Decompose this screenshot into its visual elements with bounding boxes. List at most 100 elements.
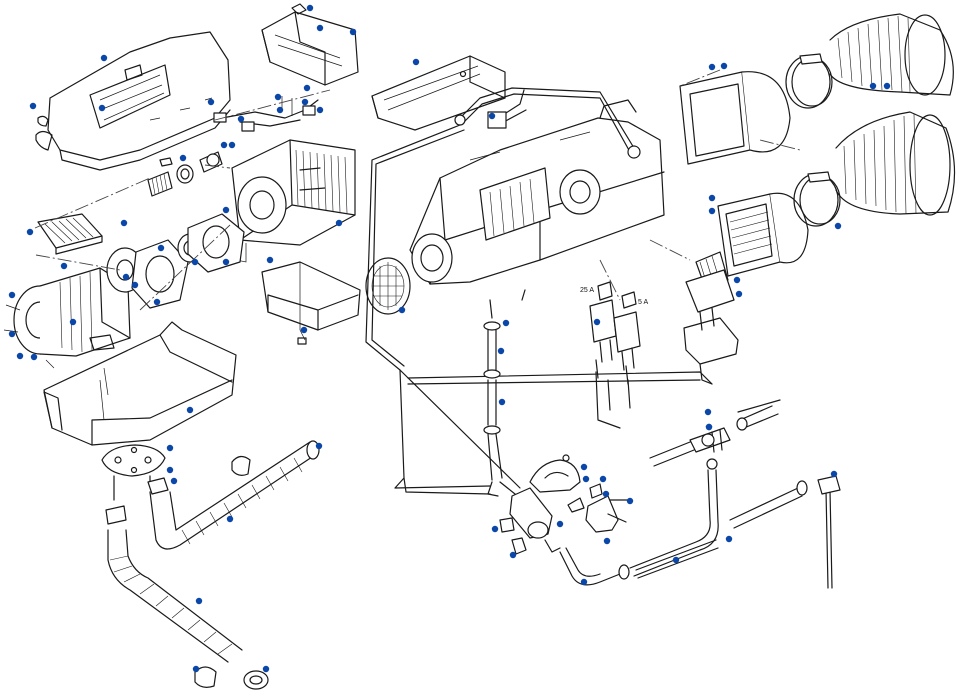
air-outlet-housing bbox=[679, 71, 791, 165]
housing-upper-clip bbox=[37, 115, 49, 127]
callout-marker-blower-motor bbox=[122, 273, 130, 281]
callout-marker bbox=[300, 326, 308, 334]
exhaust-clamp bbox=[105, 455, 251, 688]
callout-marker-control-unit-cover bbox=[306, 4, 314, 12]
callout-marker-hose-clamp bbox=[720, 62, 728, 70]
callout-marker-glow-plug-sensor bbox=[237, 115, 245, 123]
lower-cover bbox=[261, 261, 361, 345]
callout-markers bbox=[8, 4, 891, 673]
callout-marker bbox=[556, 520, 564, 528]
callout-marker bbox=[226, 515, 234, 523]
callout-marker bbox=[705, 423, 713, 431]
callout-marker bbox=[262, 665, 270, 673]
main-loom bbox=[365, 124, 713, 495]
callout-marker bbox=[602, 490, 610, 498]
callout-marker bbox=[599, 475, 607, 483]
callout-marker bbox=[626, 497, 634, 505]
callout-marker-control-unit bbox=[26, 228, 34, 236]
callout-marker bbox=[195, 597, 203, 605]
callout-marker bbox=[228, 141, 236, 149]
callout-marker bbox=[580, 578, 588, 586]
callout-marker bbox=[98, 104, 106, 112]
callout-marker bbox=[834, 222, 842, 230]
callout-marker bbox=[179, 154, 187, 162]
fuel-tee bbox=[701, 433, 718, 470]
fuel-pipe bbox=[483, 289, 526, 481]
callout-marker bbox=[725, 535, 733, 543]
callout-marker-air-outlet-housing bbox=[708, 194, 716, 202]
callout-marker-air-intake-cover bbox=[349, 28, 357, 36]
callout-marker-fuel-pump bbox=[498, 398, 506, 406]
callout-marker-exhaust-pipe bbox=[315, 442, 323, 450]
callout-marker bbox=[883, 82, 891, 90]
callout-marker bbox=[509, 551, 517, 559]
callout-marker-fuse-holder bbox=[593, 318, 601, 326]
air-intake-filter bbox=[365, 257, 411, 315]
callout-marker-pump-bracket bbox=[580, 463, 588, 471]
callout-marker bbox=[301, 98, 309, 106]
callout-marker bbox=[316, 24, 324, 32]
callout-marker-housing-upper-clip bbox=[29, 102, 37, 110]
fuel-standpipe bbox=[817, 475, 841, 589]
heat-exchanger bbox=[231, 139, 356, 263]
callout-marker bbox=[192, 665, 200, 673]
callout-marker bbox=[131, 281, 139, 289]
callout-marker bbox=[166, 466, 174, 474]
hose-clamp bbox=[785, 53, 841, 227]
mounting-plate bbox=[101, 444, 166, 501]
callout-marker-fuel-tee bbox=[704, 408, 712, 416]
gasket bbox=[131, 213, 245, 309]
callout-marker bbox=[69, 318, 77, 326]
callout-marker-heat-exchanger bbox=[316, 106, 324, 114]
callout-marker bbox=[16, 352, 24, 360]
callout-marker bbox=[708, 207, 716, 215]
blower-motor bbox=[3, 247, 144, 369]
air-outlet-grille bbox=[717, 192, 809, 277]
callout-marker-housing-upper bbox=[100, 54, 108, 62]
housing-upper bbox=[35, 31, 231, 171]
control-unit bbox=[37, 213, 103, 255]
fuse-holder: 25 A 5 A bbox=[580, 281, 648, 385]
hot-air-hose bbox=[829, 13, 956, 216]
callout-marker bbox=[120, 219, 128, 227]
callout-marker-heater-assembly bbox=[488, 112, 496, 120]
callout-marker-relay bbox=[733, 276, 741, 284]
wiring-harness bbox=[213, 96, 319, 132]
callout-marker bbox=[502, 319, 510, 327]
exhaust-pipe-right bbox=[737, 399, 781, 413]
callout-marker bbox=[153, 298, 161, 306]
callout-marker-lower-cover bbox=[335, 219, 343, 227]
air-intake-cover bbox=[371, 55, 506, 131]
relay bbox=[683, 251, 739, 385]
callout-marker-control-unit-cover-screw bbox=[207, 98, 215, 106]
callout-marker bbox=[222, 206, 230, 214]
callout-marker-fuel-standpipe bbox=[830, 470, 838, 478]
callout-marker bbox=[491, 525, 499, 533]
control-unit-cover bbox=[261, 3, 359, 86]
fuel-pump bbox=[487, 481, 561, 555]
callout-marker-wiring-harness bbox=[274, 93, 282, 101]
callout-marker-housing-lower bbox=[222, 258, 230, 266]
fuse-25a-label: 25 A bbox=[580, 287, 594, 294]
callout-marker bbox=[30, 353, 38, 361]
housing-lower bbox=[43, 321, 237, 446]
callout-marker bbox=[186, 406, 194, 414]
callout-marker-mounting-plate bbox=[166, 444, 174, 452]
callout-marker-gasket bbox=[191, 258, 199, 266]
callout-marker bbox=[735, 290, 743, 298]
callout-marker bbox=[582, 475, 590, 483]
callout-marker bbox=[8, 291, 16, 299]
callout-marker-fuel-pipe bbox=[497, 347, 505, 355]
callout-marker bbox=[672, 556, 680, 564]
callout-marker-exhaust-clamp bbox=[170, 477, 178, 485]
callout-marker bbox=[276, 106, 284, 114]
heater-assembly bbox=[409, 89, 665, 285]
callout-marker bbox=[220, 141, 228, 149]
callout-marker bbox=[412, 58, 420, 66]
callout-marker bbox=[60, 262, 68, 270]
callout-marker-hot-air-hose bbox=[869, 82, 877, 90]
callout-marker bbox=[157, 244, 165, 252]
callout-marker bbox=[8, 330, 16, 338]
